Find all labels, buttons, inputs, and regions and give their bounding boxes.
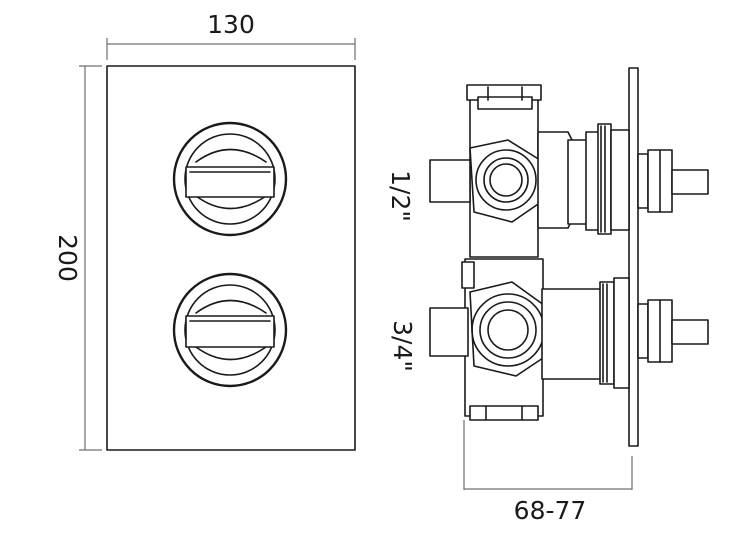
lower-control-handle (172, 272, 288, 388)
front-view: 130 200 (53, 10, 356, 451)
lower-port-label: 3/4" (388, 320, 417, 372)
depth-label: 68-77 (514, 496, 587, 525)
lower-valve-body (429, 258, 709, 421)
upper-valve-body (429, 84, 709, 258)
height-label: 200 (53, 234, 82, 282)
faceplate-outline (106, 65, 356, 451)
height-dimension: 200 (53, 65, 102, 451)
wall-plate (628, 67, 639, 447)
width-label: 130 (207, 10, 255, 39)
side-view: 1/2" 3/4" 68-77 (386, 67, 709, 525)
upper-control-handle (172, 121, 288, 237)
depth-dimension: 68-77 (463, 420, 633, 525)
upper-port-label: 1/2" (386, 170, 415, 222)
width-dimension: 130 (106, 10, 356, 60)
